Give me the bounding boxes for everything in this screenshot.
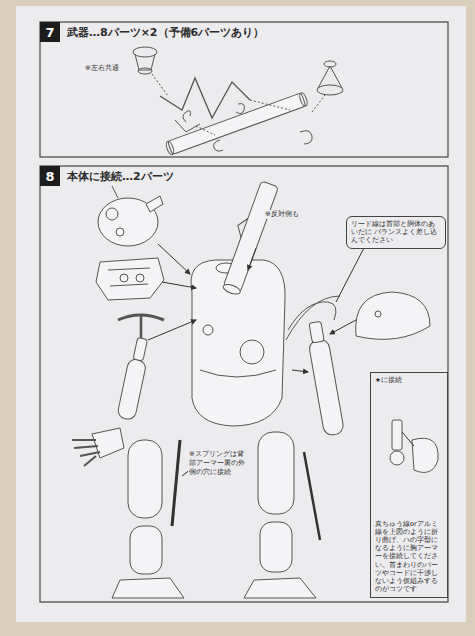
step-number: 8 (40, 166, 60, 186)
step-number: 7 (40, 22, 60, 42)
node-title: リード線は首部と胴体のあいだに バランスよく差し込んでください (351, 220, 441, 244)
note-text: ※スプリングは背部アーマー裏の外側の穴に接続 (188, 450, 250, 476)
node-title: 7 (45, 26, 54, 39)
inset-part-drawing (390, 420, 438, 472)
step-heading: 本体に接続…2パーツ (66, 170, 175, 184)
step-heading: 武器…8パーツ×2（予備6パーツあり） (66, 26, 265, 40)
inset-panel: ★に接続真ちゅう線orアルミ線を上図のように折り曲げ、ハの字型になるように胸アー… (370, 372, 448, 598)
weapon-parts (133, 47, 343, 156)
node-title: ★に接続 (375, 376, 443, 384)
note-text: ※反対側も (264, 210, 300, 219)
assembly-arrow (148, 244, 366, 476)
paper-sheet (16, 6, 466, 622)
step-panel (40, 22, 448, 157)
step-panel (40, 166, 448, 602)
node-title: 8 (45, 170, 54, 183)
note-text: ※左右共通 (84, 64, 120, 73)
node-note: 真ちゅう線orアルミ線を上図のように折り曲げ、ハの字型になるように胸アーマーを接… (375, 520, 443, 593)
callout-box: リード線は首部と胴体のあいだに バランスよく差し込んでください (346, 216, 446, 249)
